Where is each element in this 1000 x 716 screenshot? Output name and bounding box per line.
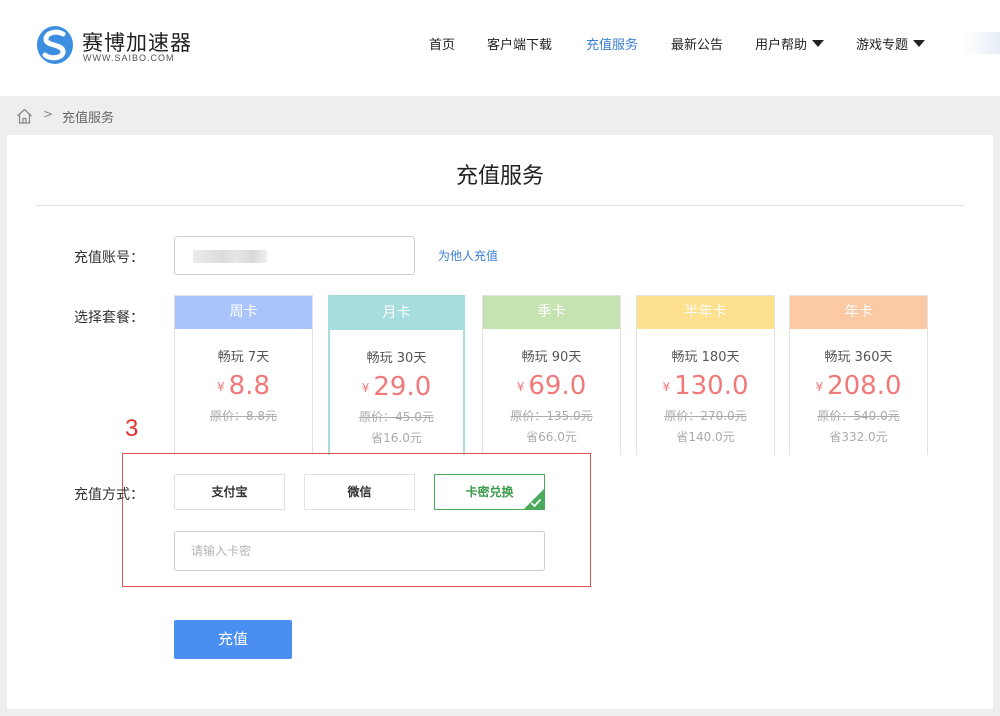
package-price: ¥29.0 [330, 370, 463, 404]
package-price: ¥69.0 [483, 369, 620, 403]
package-name: 半年卡 [637, 296, 774, 329]
account-field[interactable] [174, 236, 415, 275]
package-price: ¥208.0 [790, 369, 927, 403]
package-name: 月卡 [330, 297, 463, 330]
package-savings: 省140.0元 [676, 430, 735, 444]
account-value-redacted [193, 250, 267, 263]
price-amount: 69.0 [528, 371, 587, 401]
package-original-price: 原价：540.0元 [817, 409, 900, 423]
nav-announcements[interactable]: 最新公告 [671, 38, 724, 53]
home-icon[interactable] [16, 108, 33, 124]
package-week-card[interactable]: 周卡畅玩 7天 ¥8.8 原价：8.8元 [174, 295, 313, 455]
nav-client-download[interactable]: 客户端下载 [487, 38, 553, 53]
method-label: 充值方式： [74, 487, 144, 503]
breadcrumb-separator: > [43, 107, 54, 121]
package-label: 选择套餐： [74, 310, 144, 326]
caret-down-icon [913, 40, 926, 47]
nav-user-help[interactable]: 用户帮助 [755, 36, 825, 56]
package-half-year-card[interactable]: 半年卡畅玩 180天 ¥130.0 原价：270.0元省140.0元 [636, 295, 775, 455]
package-original-price: 原价：8.8元 [209, 409, 278, 423]
package-name: 年卡 [790, 296, 927, 329]
package-name: 周卡 [175, 296, 312, 329]
package-duration: 畅玩 90天 [521, 350, 582, 365]
user-area[interactable] [962, 32, 1000, 54]
price-amount: 130.0 [674, 371, 749, 401]
package-original-price: 原价：135.0元 [510, 409, 593, 423]
price-amount: 29.0 [373, 372, 432, 402]
title-divider [36, 205, 964, 206]
nav-game-topics[interactable]: 游戏专题 [856, 36, 926, 56]
check-icon [530, 498, 542, 508]
pay-alipay-button[interactable]: 支付宝 [174, 474, 285, 510]
annotation-highlight-box [122, 453, 591, 587]
package-price: ¥8.8 [175, 369, 312, 403]
package-duration: 畅玩 360天 [824, 350, 893, 365]
package-savings: 省16.0元 [371, 431, 422, 445]
package-month-card[interactable]: 月卡畅玩 30天 ¥29.0 原价：45.0元省16.0元 [328, 295, 465, 455]
currency-symbol: ¥ [516, 380, 525, 394]
package-year-card[interactable]: 年卡畅玩 360天 ¥208.0 原价：540.0元省332.0元 [789, 295, 928, 455]
pay-wechat-button[interactable]: 微信 [304, 474, 415, 510]
price-amount: 8.8 [228, 371, 270, 401]
currency-symbol: ¥ [361, 381, 370, 395]
caret-down-icon [812, 40, 825, 47]
package-price: ¥130.0 [637, 369, 774, 403]
selected-corner [524, 489, 544, 509]
package-original-price: 原价：270.0元 [664, 409, 747, 423]
package-quarter-card[interactable]: 季卡畅玩 90天 ¥69.0 原价：135.0元省66.0元 [482, 295, 621, 455]
account-label: 充值账号： [74, 250, 144, 266]
brand-url: WWW.SAIBO.COM [83, 53, 175, 63]
price-amount: 208.0 [827, 371, 902, 401]
package-original-price: 原价：45.0元 [359, 410, 434, 424]
nav-recharge[interactable]: 充值服务 [586, 38, 639, 53]
annotation-number: 3 [125, 415, 139, 442]
currency-symbol: ¥ [815, 380, 824, 394]
main-nav: 首页 客户端下载 充值服务 最新公告 用户帮助 游戏专题 [0, 36, 1000, 56]
package-duration: 畅玩 30天 [366, 351, 427, 366]
currency-symbol: ¥ [662, 380, 671, 394]
card-key-input[interactable] [174, 531, 545, 571]
brand-name: 赛博加速器 [82, 31, 192, 55]
recharge-for-others-link[interactable]: 为他人充值 [438, 249, 499, 263]
site-header: 赛博加速器 WWW.SAIBO.COM 首页 客户端下载 充值服务 最新公告 用… [0, 0, 1000, 96]
page-title: 充值服务 [455, 164, 544, 189]
package-savings: 省66.0元 [526, 430, 577, 444]
breadcrumb-current: 充值服务 [62, 111, 115, 126]
package-duration: 畅玩 180天 [671, 350, 740, 365]
brand-logo[interactable]: 赛博加速器 WWW.SAIBO.COM [36, 25, 196, 69]
currency-symbol: ¥ [217, 380, 225, 394]
recharge-card: 充值服务 充值账号： 为他人充值 选择套餐： 周卡畅玩 7天 ¥8.8 原价：8.8… [7, 135, 993, 709]
nav-home[interactable]: 首页 [429, 38, 456, 53]
pay-card-redeem-button[interactable]: 卡密兑换 [434, 474, 545, 510]
recharge-submit-button[interactable]: 充值 [174, 620, 292, 659]
package-name: 季卡 [483, 296, 620, 329]
package-duration: 畅玩 7天 [217, 350, 270, 365]
package-savings: 省332.0元 [829, 430, 888, 444]
logo-s-icon [37, 26, 73, 64]
